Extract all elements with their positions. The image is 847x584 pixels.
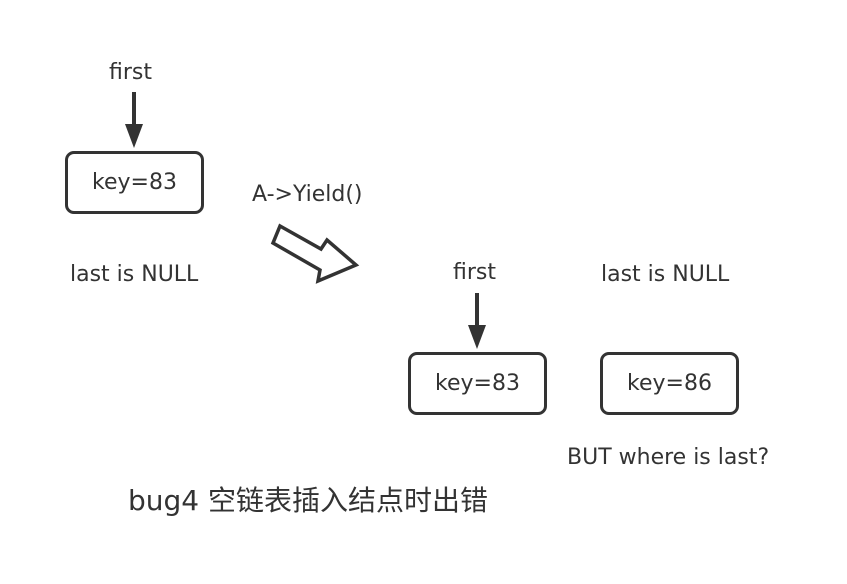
node-key-86: key=86	[600, 352, 739, 415]
where-is-last-label: BUT where is last?	[567, 445, 770, 470]
last-null-label-after: last is NULL	[601, 262, 730, 287]
node-key-83-after-text: key=83	[435, 371, 520, 396]
first-label-after: first	[453, 260, 496, 285]
first-pointer-arrow-before	[125, 92, 143, 148]
transition-arrow	[270, 223, 360, 284]
last-null-label-before: last is NULL	[70, 262, 199, 287]
diagram-caption: bug4 空链表插入结点时出错	[128, 484, 489, 517]
node-key-83-after: key=83	[408, 352, 547, 415]
node-key-83-before-text: key=83	[92, 170, 177, 195]
node-key-86-text: key=86	[627, 371, 712, 396]
yield-label: A->Yield()	[252, 182, 363, 207]
node-key-83-before: key=83	[65, 151, 204, 214]
first-label-before: first	[109, 60, 152, 85]
first-pointer-arrow-after	[468, 293, 486, 349]
